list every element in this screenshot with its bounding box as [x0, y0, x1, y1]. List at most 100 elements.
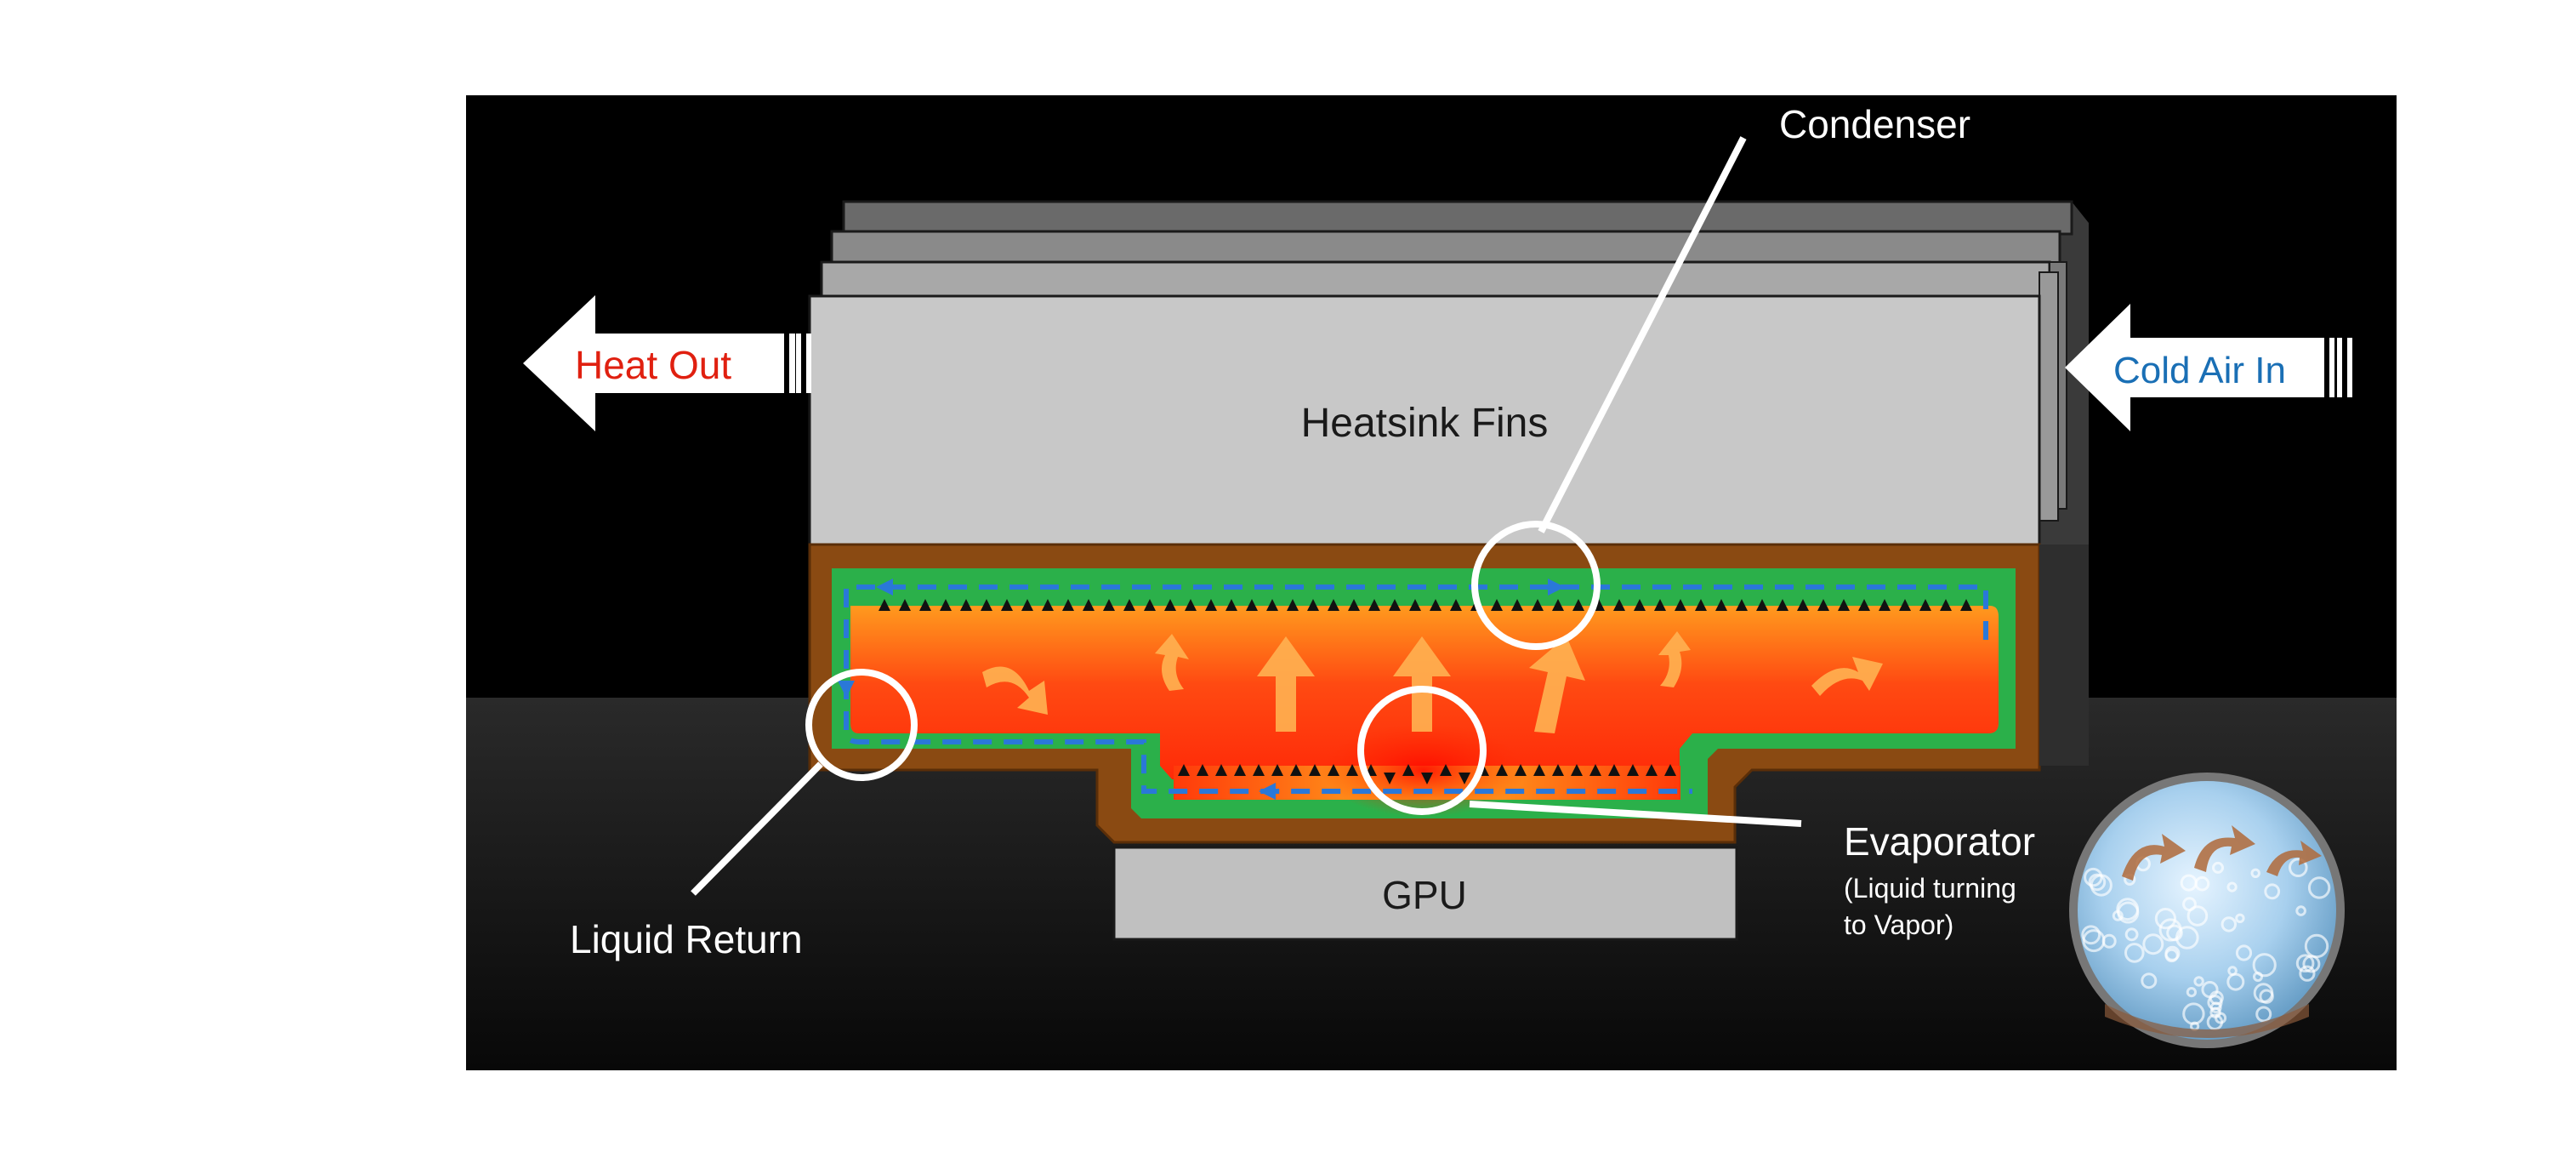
inset-bubble	[2186, 987, 2197, 998]
evaporation-droplet	[1440, 764, 1452, 776]
evaporator-leader-line	[1469, 801, 1802, 827]
liquid-return-leader-line	[691, 761, 823, 896]
condensation-droplet	[879, 599, 890, 611]
evaporation-droplet	[1627, 764, 1639, 776]
condensation-droplet	[919, 599, 931, 611]
condensation-droplet	[1450, 599, 1462, 611]
condensation-droplet	[1940, 599, 1952, 611]
evaporation-droplet	[1515, 764, 1527, 776]
callouts	[691, 136, 1802, 896]
liquid-flow-arrowheads	[838, 579, 1565, 800]
inset-bubble	[2307, 876, 2331, 899]
inset-bubble	[2212, 861, 2224, 874]
condensation-droplet	[1185, 599, 1197, 611]
evaporation-droplet	[1271, 764, 1283, 776]
inset-bubble	[2124, 927, 2139, 942]
evaporator-inset-image	[2069, 773, 2345, 1048]
evaporation-droplet	[1234, 764, 1246, 776]
condensation-droplet	[1042, 599, 1054, 611]
evaporation-droplet	[1178, 764, 1190, 776]
evaporator-note-line2: to Vapor)	[1844, 910, 1953, 940]
condensation-droplet	[1164, 599, 1176, 611]
inset-bubble	[2253, 983, 2274, 1003]
inset-bubble	[2289, 858, 2308, 878]
gpu-hotspot	[1322, 723, 1526, 817]
evaporation-droplet	[1496, 764, 1508, 776]
condensation-droplet	[1083, 599, 1095, 611]
inset-bubble	[2164, 948, 2179, 963]
condensation-droplet	[1858, 599, 1870, 611]
inset-bubble	[2141, 972, 2158, 989]
condensation-droplet	[1266, 599, 1278, 611]
condensation-droplet	[1756, 599, 1768, 611]
liquid-return-callout-circle	[805, 669, 918, 781]
evaporation-droplet	[1608, 764, 1620, 776]
inset-bubble	[2252, 953, 2277, 978]
condensation-droplet	[1144, 599, 1156, 611]
condensation-droplet	[1001, 599, 1013, 611]
condenser-label: Condenser	[1779, 102, 1970, 146]
evaporation-droplets	[1178, 764, 1676, 784]
inset-bubble	[2193, 976, 2204, 987]
evaporation-droplet	[1197, 764, 1208, 776]
liquid-return-label: Liquid Return	[570, 917, 803, 961]
condensation-droplet	[1960, 599, 1972, 611]
condensation-droplet	[1225, 599, 1237, 611]
inset-bubble	[2226, 881, 2238, 892]
condensation-droplet	[1348, 599, 1360, 611]
condensation-droplet	[1919, 599, 1931, 611]
inset-bubble	[2194, 875, 2210, 892]
condensation-droplet	[1287, 599, 1299, 611]
inset-bubble	[2154, 908, 2176, 930]
condensation-droplet	[1307, 599, 1319, 611]
condensation-droplet	[1491, 599, 1503, 611]
condensation-droplet	[1736, 599, 1748, 611]
condensation-droplet	[1532, 599, 1544, 611]
inset-bubble	[2081, 925, 2101, 945]
evaporator-label: Evaporator	[1844, 819, 2035, 864]
evaporation-droplet	[1589, 764, 1601, 776]
inset-bubble	[2124, 943, 2145, 963]
condensation-droplet	[1368, 599, 1380, 611]
condensation-droplet	[1613, 599, 1625, 611]
inset-bubble	[2255, 1006, 2272, 1023]
condenser-callout-circle	[1471, 521, 1601, 650]
evaporation-droplet	[1253, 764, 1265, 776]
condensation-droplet	[1654, 599, 1666, 611]
inset-bubble	[2221, 916, 2238, 932]
inset-bubble	[2215, 1012, 2227, 1024]
heat-out-arrow	[523, 295, 811, 431]
condensation-droplet	[1552, 599, 1564, 611]
condenser-leader-line	[1538, 136, 1747, 533]
condensation-droplet	[1389, 599, 1401, 611]
condensation-droplet	[1879, 599, 1891, 611]
condensation-droplet	[1205, 599, 1217, 611]
condensation-droplet	[1103, 599, 1115, 611]
gpu-label: GPU	[1382, 873, 1467, 917]
inset-bubble	[2088, 873, 2107, 892]
inset-bubble	[2250, 868, 2260, 879]
evaporation-droplet	[1402, 764, 1414, 776]
inset-bubble	[2186, 905, 2209, 927]
evaporation-droplet	[1421, 773, 1433, 784]
condensation-droplet	[1511, 599, 1523, 611]
inset-bubble	[2158, 918, 2182, 942]
inset-bubble	[2116, 898, 2140, 921]
condensation-droplet	[1695, 599, 1707, 611]
evaporation-droplet	[1384, 773, 1396, 784]
condensation-droplet	[940, 599, 952, 611]
condensation-droplet	[1409, 599, 1421, 611]
evaporation-droplet	[1328, 764, 1339, 776]
inset-bubble	[2235, 944, 2253, 961]
cold-air-in-arrow	[2065, 304, 2352, 431]
inset-bubble	[2235, 913, 2245, 924]
condensation-droplet	[1123, 599, 1135, 611]
evaporation-droplet	[1664, 764, 1676, 776]
condensation-droplet	[1572, 599, 1584, 611]
inset-bubble	[2302, 955, 2321, 973]
evaporation-droplet	[1552, 764, 1564, 776]
condensation-droplet	[899, 599, 911, 611]
evaporation-droplet	[1346, 764, 1358, 776]
gpu-block	[1112, 846, 1738, 941]
